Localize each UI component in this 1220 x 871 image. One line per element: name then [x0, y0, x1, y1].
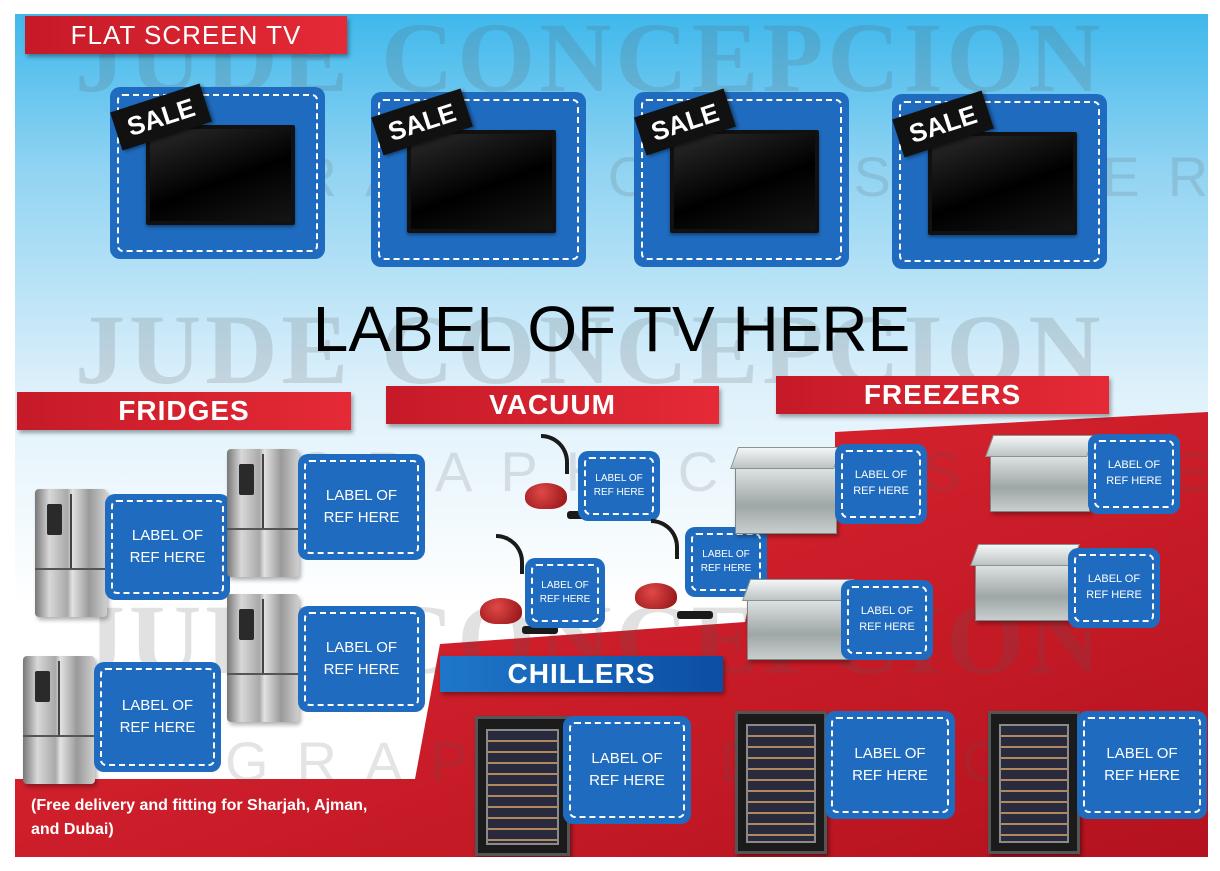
banner-chillers: CHILLERS	[440, 656, 723, 692]
banner-vacuum: VACUUM	[386, 386, 719, 424]
ref-label-line1: LABEL OF	[702, 548, 750, 560]
ref-label-line1: LABEL OF	[1106, 745, 1178, 763]
ref-label-line1: LABEL OF	[1107, 459, 1161, 472]
ref-label-box: LABEL OF REF HERE	[563, 716, 691, 824]
ref-label-line2: REF HERE	[700, 563, 752, 574]
ref-label-line1: LABEL OF	[854, 745, 926, 763]
ref-label-line1: LABEL OF	[591, 750, 663, 768]
ref-label-line1: LABEL OF	[541, 579, 589, 591]
ref-label-box: LABEL OF REF HERE	[1077, 711, 1207, 819]
ref-label-line2: REF HERE	[323, 661, 400, 678]
tv-card: SALE	[371, 88, 586, 267]
ref-label-box: LABEL OF REF HERE	[525, 558, 605, 628]
ref-label-box: LABEL OF REF HERE	[105, 494, 230, 600]
wine-chiller-image	[475, 716, 570, 856]
tv-card: SALE	[110, 83, 325, 259]
freezer-image	[729, 447, 843, 534]
freezer-image	[741, 579, 855, 660]
vacuum-image	[470, 534, 560, 634]
ref-label-line2: REF HERE	[323, 509, 400, 526]
ref-label-line2: REF HERE	[859, 621, 915, 633]
ref-label-box: LABEL OF REF HERE	[298, 454, 425, 560]
fridge-image	[227, 449, 299, 577]
ref-label-line1: LABEL OF	[860, 605, 914, 618]
flyer-canvas: JUDE CONCEPCION GRAPHIC DESIGNER JUDE CO…	[15, 14, 1208, 857]
freezer-image	[984, 435, 1095, 512]
vacuum-image	[625, 519, 715, 619]
sale-tag: SALE	[371, 88, 473, 156]
banner-fridges: FRIDGES	[17, 392, 351, 430]
sale-tag: SALE	[892, 90, 994, 158]
ref-label-box: LABEL OF REF HERE	[841, 580, 933, 660]
fridge-image	[227, 594, 299, 722]
ref-label-box: LABEL OF REF HERE	[825, 711, 955, 819]
tv-label-heading: LABEL OF TV HERE	[312, 293, 911, 365]
tv-image	[407, 130, 556, 233]
wine-chiller-image	[988, 711, 1080, 854]
ref-label-line2: REF HERE	[1086, 589, 1142, 601]
ref-label-line2: REF HERE	[129, 549, 206, 566]
ref-label-line2: REF HERE	[119, 719, 196, 736]
ref-label-box: LABEL OF REF HERE	[835, 444, 927, 524]
banner-flat-screen-tv: FLAT SCREEN TV	[25, 16, 347, 54]
ref-label-line1: LABEL OF	[325, 487, 398, 505]
ref-label-line2: REF HERE	[853, 485, 909, 497]
tv-image	[146, 125, 295, 225]
ref-label-line2: REF HERE	[539, 594, 591, 605]
ref-label-line1: LABEL OF	[1087, 573, 1141, 586]
ref-label-box: LABEL OF REF HERE	[578, 451, 660, 521]
ref-label-line2: REF HERE	[852, 767, 928, 784]
ref-label-box: LABEL OF REF HERE	[1068, 548, 1160, 628]
ref-label-line2: REF HERE	[1104, 767, 1180, 784]
tv-card: SALE	[634, 88, 849, 267]
wine-chiller-image	[735, 711, 827, 854]
ref-label-box: LABEL OF REF HERE	[1088, 434, 1180, 514]
sale-tag: SALE	[110, 83, 212, 151]
ref-label-box: LABEL OF REF HERE	[94, 662, 221, 772]
banner-freezers: FREEZERS	[776, 376, 1109, 414]
ref-label-line2: REF HERE	[1106, 475, 1162, 487]
ref-label-line2: REF HERE	[593, 487, 645, 498]
delivery-note: (Free delivery and fitting for Sharjah, …	[31, 797, 368, 838]
ref-label-line1: LABEL OF	[595, 472, 643, 484]
ref-label-line1: LABEL OF	[325, 639, 398, 657]
tv-image	[928, 132, 1077, 235]
tv-image	[670, 130, 819, 233]
ref-label-line1: LABEL OF	[121, 697, 194, 715]
ref-label-box: LABEL OF REF HERE	[298, 606, 425, 712]
freezer-image	[969, 544, 1080, 621]
tv-card: SALE	[892, 90, 1107, 269]
fridge-image	[35, 489, 107, 617]
ref-label-line2: REF HERE	[589, 772, 665, 789]
ref-label-line1: LABEL OF	[854, 469, 908, 482]
sale-tag: SALE	[634, 88, 736, 156]
fridge-image	[23, 656, 95, 784]
ref-label-line1: LABEL OF	[131, 527, 204, 545]
